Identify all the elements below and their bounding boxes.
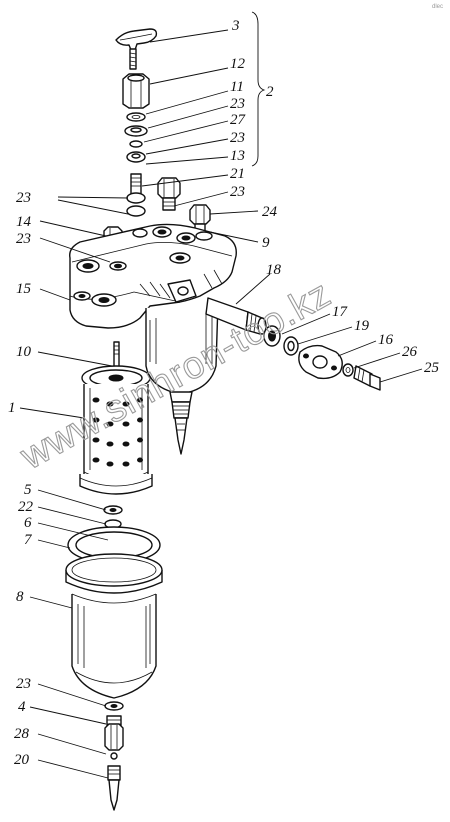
callout-19: 19: [354, 318, 370, 334]
callout-25: 25: [424, 360, 440, 376]
callout-12: 12: [230, 56, 246, 72]
sump-housing: [145, 301, 219, 455]
leader-lines: [19, 29, 423, 779]
part-12-hex-nut: [122, 73, 150, 109]
callout-3: 3: [231, 18, 240, 34]
callout-4: 4: [18, 699, 26, 715]
callout-23-e: 23: [16, 231, 31, 247]
callout-28: 28: [14, 726, 30, 742]
drain-assembly: [104, 701, 124, 811]
callout-labels: 3 12 11 23 27 23 13 2 21 23 23 24 14 23 …: [8, 18, 440, 768]
part-3-t-handle-screw: [115, 28, 158, 70]
watermark-text: www.sinhron-too.kz: [13, 273, 338, 479]
callout-23-a: 23: [230, 96, 245, 112]
callout-5: 5: [24, 482, 32, 498]
callout-6: 6: [24, 515, 32, 531]
callout-23-d: 23: [16, 190, 31, 206]
callout-27: 27: [230, 112, 247, 128]
callout-22: 22: [18, 499, 34, 515]
callout-11: 11: [230, 79, 244, 95]
callout-2: 2: [266, 84, 274, 100]
callout-18: 18: [266, 262, 282, 278]
callout-23-c: 23: [230, 184, 245, 200]
callout-7: 7: [24, 532, 33, 548]
part-21-bolt: [126, 173, 146, 217]
callout-14: 14: [16, 214, 32, 230]
group-2-bracket: [251, 11, 266, 167]
callout-15: 15: [16, 281, 32, 297]
callout-21: 21: [230, 166, 245, 182]
part-16-flange: [298, 344, 343, 380]
callout-9: 9: [262, 235, 270, 251]
callout-16: 16: [378, 332, 394, 348]
part-9-filter-head: [69, 223, 237, 329]
callout-26: 26: [402, 344, 418, 360]
part-8-filter-bowl: [65, 553, 163, 699]
callout-23-f: 23: [16, 676, 31, 692]
parts-17-19-rings: [263, 325, 299, 356]
parts-25-26-bolt-washer: [342, 363, 381, 391]
part-1-filter-element: [79, 365, 153, 495]
corner-mark: dlec: [432, 4, 443, 10]
part-18-side-fitting: [205, 297, 267, 335]
washer-stack-upper: [124, 112, 148, 163]
callout-17: 17: [332, 304, 349, 320]
callout-23-b: 23: [230, 130, 245, 146]
callout-13: 13: [230, 148, 245, 164]
callout-8: 8: [16, 589, 24, 605]
callout-1: 1: [8, 400, 16, 416]
callout-10: 10: [16, 344, 32, 360]
callout-20: 20: [14, 752, 30, 768]
callout-24: 24: [262, 204, 278, 220]
